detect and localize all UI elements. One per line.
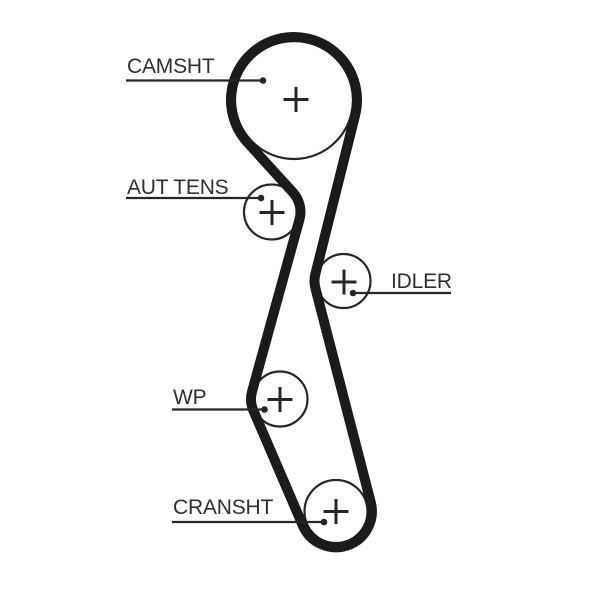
- plus-cross-icon: [331, 269, 357, 295]
- timing-belt: [226, 32, 377, 553]
- plus-cross-icon: [259, 200, 285, 225]
- crankshaft-label: CRANSHT: [173, 496, 273, 519]
- leader-dot: [261, 406, 268, 413]
- camshaft-callout: CAMSHT: [126, 55, 267, 84]
- leader-dot: [349, 289, 357, 297]
- leader-dot: [257, 194, 265, 202]
- crankshaft-callout: CRANSHT: [172, 496, 328, 526]
- water-pump-label: WP: [173, 386, 206, 409]
- leader-dot: [320, 518, 328, 526]
- idler-label: IDLER: [391, 270, 452, 293]
- water-pump-callout: WP: [172, 386, 268, 413]
- idler-callout: IDLER: [349, 270, 452, 297]
- tensioner-label: AUT TENS: [127, 176, 229, 199]
- tensioner-callout: AUT TENS: [126, 176, 265, 202]
- plus-cross-icon: [323, 499, 349, 524]
- plus-cross-icon: [267, 387, 293, 412]
- leader-dot: [259, 77, 267, 84]
- camshaft-label: CAMSHT: [127, 55, 215, 78]
- plus-cross-icon: [283, 87, 309, 112]
